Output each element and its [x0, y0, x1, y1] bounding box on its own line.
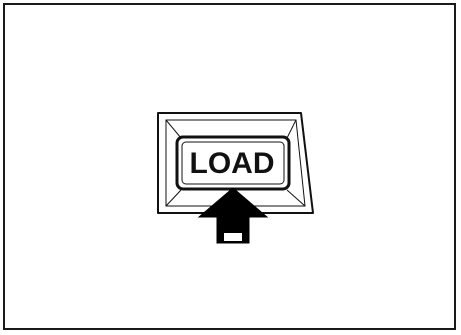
- load-button[interactable]: LOAD: [177, 137, 289, 189]
- load-button-label: LOAD: [190, 147, 275, 180]
